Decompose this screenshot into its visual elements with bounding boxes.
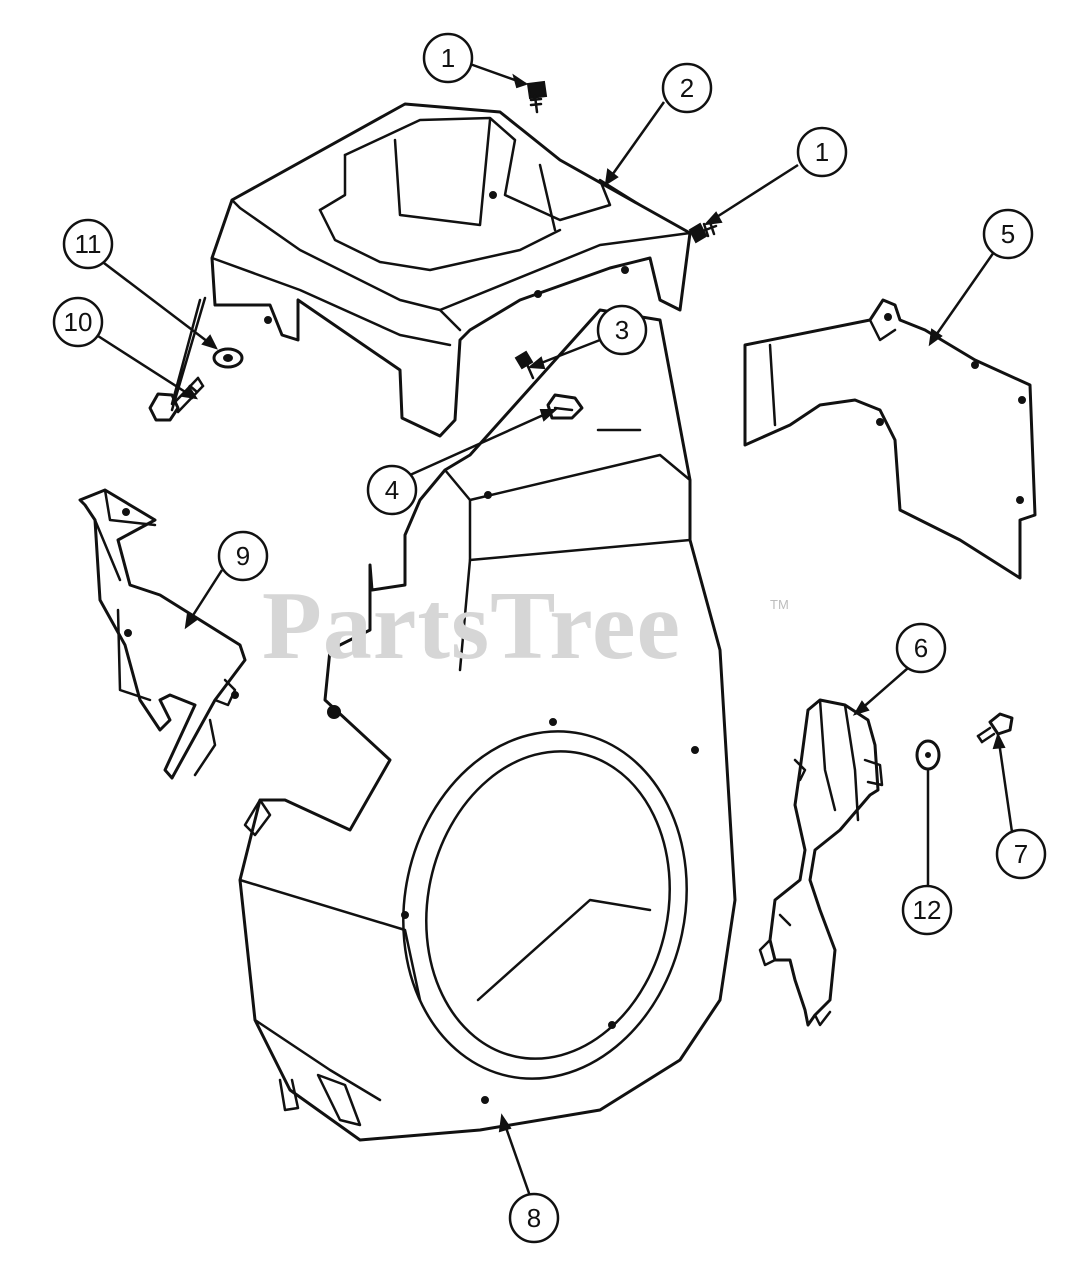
part-6-bracket	[758, 698, 884, 1027]
part-5-side-baffle	[743, 298, 1037, 580]
part-1-screw-right	[688, 220, 718, 244]
svg-text:6: 6	[914, 633, 928, 663]
callout-2: 2	[661, 62, 713, 114]
svg-text:10: 10	[64, 307, 93, 337]
trademark-mark: TM	[770, 597, 789, 612]
part-1-screw-top	[526, 80, 548, 114]
svg-text:8: 8	[527, 1203, 541, 1233]
part-4-grommet	[546, 393, 584, 420]
callout-1-right: 1	[796, 126, 848, 178]
part-11-washer	[212, 347, 244, 369]
part-10-bolt	[148, 296, 207, 422]
svg-text:2: 2	[680, 73, 694, 103]
svg-text:1: 1	[815, 137, 829, 167]
svg-text:3: 3	[615, 315, 629, 345]
callout-6: 6	[895, 622, 947, 674]
svg-text:7: 7	[1014, 839, 1028, 869]
svg-text:9: 9	[236, 541, 250, 571]
part-9-left-baffle	[78, 488, 247, 780]
leader-lines	[97, 62, 1014, 1197]
part-7-screw	[976, 712, 1014, 744]
svg-text:1: 1	[441, 43, 455, 73]
callout-11: 11	[62, 218, 114, 270]
callout-9: 9	[217, 530, 269, 582]
callouts: 1 2 1 11 10 3 5 4 9 6 12 7 8	[52, 32, 1047, 1244]
svg-text:5: 5	[1001, 219, 1015, 249]
callout-4: 4	[366, 464, 418, 516]
part-8-blower-housing	[238, 308, 737, 1142]
callout-3: 3	[596, 304, 648, 356]
callout-12: 12	[901, 884, 953, 936]
callout-1-top: 1	[422, 32, 474, 84]
part-3-screw	[514, 350, 535, 380]
svg-text:12: 12	[913, 895, 942, 925]
callout-10: 10	[52, 296, 104, 348]
callout-5: 5	[982, 208, 1034, 260]
callout-7: 7	[995, 828, 1047, 880]
part-12-washer	[915, 739, 941, 771]
svg-text:11: 11	[75, 229, 102, 259]
part-2-top-shroud	[210, 102, 692, 438]
svg-text:4: 4	[385, 475, 399, 505]
watermark-text: PartsTree	[262, 572, 681, 680]
callout-8: 8	[508, 1192, 560, 1244]
